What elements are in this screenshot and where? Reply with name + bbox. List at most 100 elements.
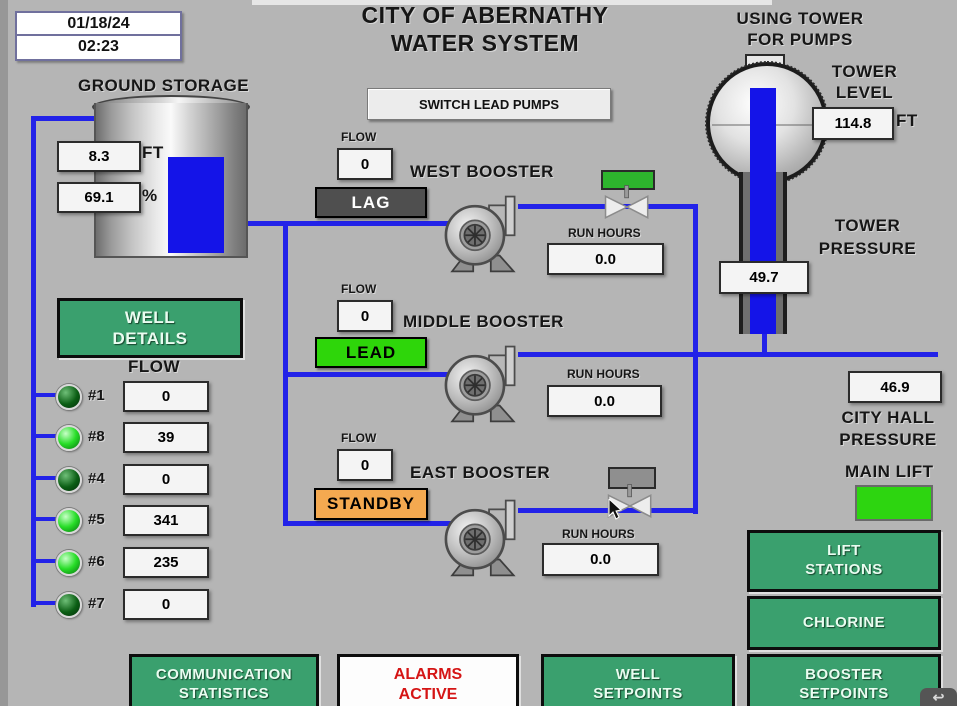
using-tower-label-1: USING TOWER (736, 9, 864, 28)
middle-flow-value: 0 (360, 307, 370, 325)
well-8-indicator (56, 425, 82, 451)
well-details-label-2: DETAILS (112, 329, 188, 348)
tank-ft-unit: FT (142, 143, 164, 162)
pipe-east-inlet (286, 521, 454, 526)
communication-statistics-button[interactable]: COMMUNICATION STATISTICS (129, 654, 319, 706)
middle-pump-icon[interactable] (438, 336, 526, 424)
well-5-indicator (56, 508, 82, 534)
booster-setpoints-label-2: SETPOINTS (799, 685, 889, 702)
tower-level-label-2: LEVEL (835, 83, 894, 102)
communication-statistics-label-2: STATISTICS (178, 685, 270, 702)
east-booster-title: EAST BOOSTER (410, 463, 551, 482)
well-7-flow-value: 0 (161, 596, 171, 613)
tower-level-box: 114.8 (812, 107, 894, 140)
tank-level-pct-box: 69.1 (57, 182, 141, 213)
tank-pct-unit: % (142, 186, 158, 205)
well-7-indicator (56, 592, 82, 618)
chlorine-button[interactable]: CHLORINE (747, 596, 941, 650)
city-hall-pressure-box: 46.9 (848, 371, 942, 403)
well-4-flow-box: 0 (123, 464, 209, 495)
west-status-badge: LAG (315, 187, 427, 218)
well-1-indicator (56, 384, 82, 410)
east-flow-label: FLOW (341, 431, 377, 445)
booster-setpoints-label-1: BOOSTER (805, 666, 883, 684)
east-run-hours-box: 0.0 (542, 543, 659, 576)
back-button[interactable]: ↩ (920, 688, 957, 706)
well-8-label: #8 (88, 428, 105, 445)
pipe-middle-inlet (286, 372, 454, 377)
east-flow-box: 0 (337, 449, 393, 481)
switch-lead-pumps-label: SWITCH LEAD PUMPS (418, 96, 560, 112)
east-valve-actuator[interactable] (608, 467, 656, 489)
well-details-button[interactable]: WELL DETAILS (57, 298, 243, 358)
middle-flow-box: 0 (337, 300, 393, 332)
tower-level-fill (750, 88, 776, 334)
west-flow-box: 0 (337, 148, 393, 180)
well-4-label: #4 (88, 470, 105, 487)
time-value: 02:23 (78, 38, 119, 55)
east-pump-icon[interactable] (438, 490, 526, 578)
middle-booster-title: MIDDLE BOOSTER (403, 312, 564, 331)
middle-status-label: LEAD (345, 342, 397, 362)
ground-storage-tank (94, 103, 248, 258)
well-1-flow-box: 0 (123, 381, 209, 412)
middle-run-hours-label: RUN HOURS (567, 367, 640, 381)
pipe-well-header (31, 116, 36, 607)
middle-status-badge: LEAD (315, 337, 427, 368)
tower-level-unit: FT (896, 111, 918, 130)
west-run-hours-box: 0.0 (547, 243, 664, 275)
well-setpoints-label-2: SETPOINTS (593, 685, 683, 702)
east-run-hours-value: 0.0 (590, 551, 611, 568)
east-flow-value: 0 (360, 456, 370, 474)
lift-stations-label-1: LIFT (827, 542, 861, 560)
well-1-flow-value: 0 (161, 388, 171, 405)
east-status-label: STANDBY (327, 494, 415, 513)
east-status-badge: STANDBY (314, 488, 428, 520)
west-status-label: LAG (351, 192, 391, 212)
well-4-flow-value: 0 (161, 471, 171, 488)
well-5-label: #5 (88, 511, 105, 528)
lift-stations-button[interactable]: LIFT STATIONS (747, 530, 941, 592)
lift-stations-label-2: STATIONS (805, 561, 883, 578)
tower-pressure-label-2: PRESSURE (818, 239, 917, 258)
well-8-flow-value: 39 (157, 429, 175, 446)
tower-level-label-1: TOWER (831, 62, 898, 81)
alarms-active-label-1: ALARMS (393, 666, 463, 683)
page-title-line2: WATER SYSTEM (390, 30, 580, 56)
middle-run-hours-box: 0.0 (547, 385, 662, 417)
west-pump-icon[interactable] (438, 186, 526, 274)
alarms-active-label-2: ACTIVE (398, 686, 458, 703)
page-title-line1: CITY OF ABERNATHY (361, 2, 609, 28)
switch-lead-pumps-button[interactable]: SWITCH LEAD PUMPS (367, 88, 611, 120)
well-6-flow-box: 235 (123, 547, 209, 578)
main-lift-indicator (855, 485, 933, 521)
booster-setpoints-button[interactable]: BOOSTER SETPOINTS (747, 654, 941, 706)
west-flow-label: FLOW (341, 130, 377, 144)
well-setpoints-button[interactable]: WELL SETPOINTS (541, 654, 735, 706)
tank-level-ft-box: 8.3 (57, 141, 141, 172)
tower-pressure-box: 49.7 (719, 261, 809, 294)
west-run-hours-label: RUN HOURS (568, 226, 641, 240)
using-tower-label-2: FOR PUMPS (747, 30, 853, 49)
well-setpoints-label-1: WELL (615, 666, 661, 684)
communication-statistics-label-1: COMMUNICATION (155, 666, 293, 684)
city-hall-pressure-value: 46.9 (880, 378, 910, 396)
pipe-tank-outlet (244, 221, 454, 226)
west-booster-title: WEST BOOSTER (410, 162, 554, 181)
date-value: 01/18/24 (67, 15, 130, 32)
well-1-label: #1 (88, 387, 105, 404)
middle-run-hours-value: 0.0 (594, 392, 615, 410)
well-5-flow-value: 341 (153, 512, 179, 529)
well-6-flow-value: 235 (153, 554, 179, 571)
alarms-active-button[interactable]: ALARMS ACTIVE (337, 654, 519, 706)
well-6-indicator (56, 550, 82, 576)
tank-level-fill (168, 157, 224, 253)
main-lift-label: MAIN LIFT (845, 462, 934, 481)
city-hall-label-2: PRESSURE (839, 430, 937, 449)
west-flow-value: 0 (360, 155, 370, 173)
well-flow-header: FLOW (128, 357, 181, 376)
tower-level-value: 114.8 (834, 115, 872, 132)
west-valve-icon[interactable] (597, 184, 657, 230)
tower-pressure-value: 49.7 (749, 269, 779, 286)
